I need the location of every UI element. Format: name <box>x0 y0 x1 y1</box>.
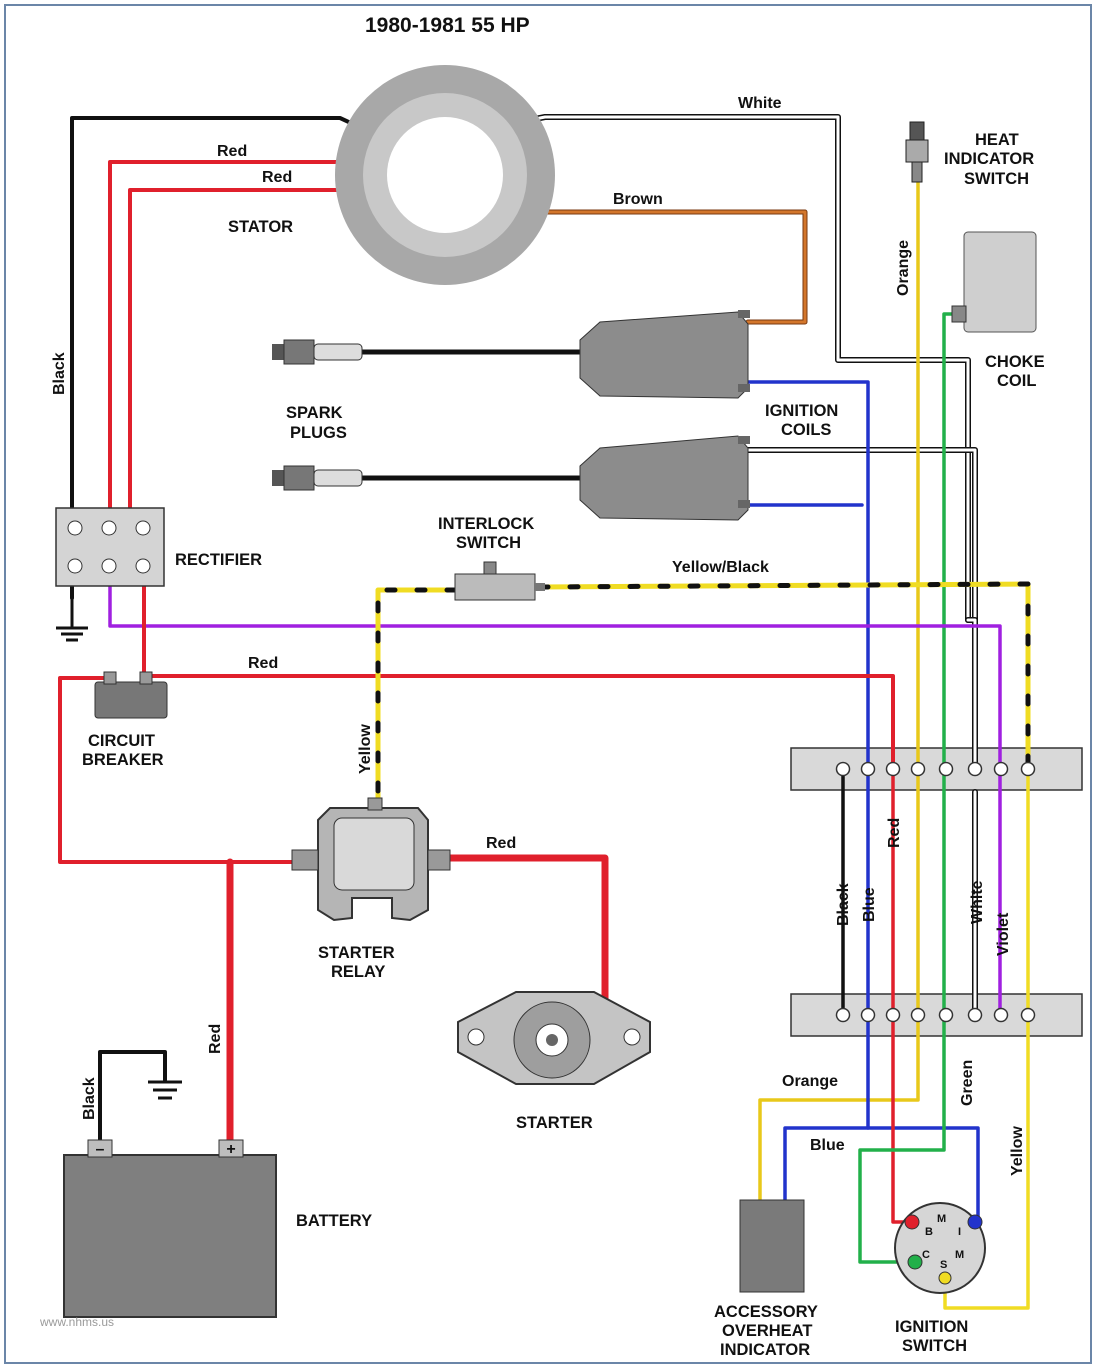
red-bottom-wire <box>891 1010 914 1224</box>
wire-label-black-left: Black <box>51 352 68 395</box>
spark-plug-2 <box>272 465 363 491</box>
circuit-breaker <box>94 671 168 719</box>
white-wire-2-outline <box>745 447 978 623</box>
circuit-breaker-label-1: CIRCUIT <box>88 732 155 750</box>
wire-label-yellow-relay: Yellow <box>357 724 374 774</box>
wire-label-red-battery: Red <box>207 1024 224 1054</box>
ignition-coils-label-2: COILS <box>781 421 831 439</box>
white-wire-3 <box>966 618 977 770</box>
ignition-terminal-m-top: M <box>937 1213 946 1225</box>
interlock-switch-label-1: INTERLOCK <box>438 515 534 533</box>
rectifier-label: RECTIFIER <box>175 551 262 569</box>
upper-terminal-block <box>790 747 1083 791</box>
circuit-breaker-label-2: BREAKER <box>82 751 164 769</box>
red-breaker-to-relay <box>58 676 302 864</box>
starter-relay <box>291 797 451 922</box>
spark-plugs-label-2: PLUGS <box>290 424 347 442</box>
rectifier-ground-symbol <box>56 626 88 642</box>
wire-label-term-white: White <box>969 880 986 924</box>
wire-label-white: White <box>738 95 782 112</box>
orange-bottom-wire <box>758 1010 920 1202</box>
lower-terminal-screws <box>835 1007 1036 1023</box>
stator <box>335 65 555 285</box>
ignition-switch-label-1: IGNITION <box>895 1318 968 1336</box>
red-relay-to-starter <box>426 854 609 1004</box>
diagram-title: 1980-1981 55 HP <box>365 14 530 37</box>
wire-label-yellow-bottom: Yellow <box>1009 1126 1026 1176</box>
red-stator-wire-2 <box>128 188 360 527</box>
ignition-terminal-b: B <box>925 1226 933 1238</box>
wire-label-term-black: Black <box>835 883 852 926</box>
red-stator-wire-1 <box>108 160 360 527</box>
wire-label-blue-bottom: Blue <box>810 1137 845 1154</box>
wire-label-term-violet: Violet <box>995 912 1012 956</box>
interlock-switch-label-2: SWITCH <box>456 534 521 552</box>
wire-label-term-red: Red <box>886 818 903 848</box>
accessory-label-2: OVERHEAT <box>722 1322 812 1340</box>
wire-label-green-bottom: Green <box>959 1060 976 1106</box>
accessory-label-3: INDICATOR <box>720 1341 810 1359</box>
wire-label-brown: Brown <box>613 191 663 208</box>
lower-terminal-block <box>790 993 1083 1037</box>
battery-label: BATTERY <box>296 1212 372 1230</box>
white-wire <box>518 115 970 622</box>
ignition-terminal-c: C <box>922 1249 930 1261</box>
wire-label-red-1: Red <box>217 143 247 160</box>
green-choke-wire <box>942 312 960 770</box>
heat-indicator-label-2: INDICATOR <box>944 150 1034 168</box>
ignition-coil-1 <box>579 310 750 399</box>
wire-label-term-blue: Blue <box>861 887 878 922</box>
diagram-frame <box>4 4 1092 1364</box>
rectifier <box>55 507 165 587</box>
yellow-black-wire-stripes <box>537 581 1031 771</box>
wire-label-black-battery: Black <box>81 1077 98 1120</box>
watermark: www.nhms.us <box>39 1315 114 1329</box>
wire-label-red-breaker: Red <box>248 655 278 672</box>
yellow-interlock-wire <box>375 587 458 809</box>
heat-indicator-label-3: SWITCH <box>964 170 1029 188</box>
battery-positive-terminal: + <box>226 1141 235 1158</box>
wire-label-red-starter: Red <box>486 835 516 852</box>
ignition-terminal-i: I <box>958 1226 961 1238</box>
wire-label-orange-top: Orange <box>895 240 912 296</box>
battery <box>63 1139 277 1318</box>
ignition-terminal-s: S <box>940 1259 947 1271</box>
blue-bottom-wire <box>866 1010 980 1224</box>
heat-indicator-label-1: HEAT <box>975 131 1019 149</box>
starter-relay-label-2: RELAY <box>331 963 385 981</box>
stator-label: STATOR <box>228 218 293 236</box>
spark-plugs-label-1: SPARK <box>286 404 343 422</box>
starter-relay-label-1: STARTER <box>318 944 395 962</box>
starter <box>457 991 651 1085</box>
interlock-switch <box>454 561 545 601</box>
accessory-label-1: ACCESSORY <box>714 1303 818 1321</box>
battery-ground-symbol <box>148 1080 182 1100</box>
ignition-switch <box>894 1202 986 1294</box>
choke-coil-label-1: CHOKE <box>985 353 1045 371</box>
ignition-coil-2 <box>579 435 750 521</box>
wire-label-yellow-black: Yellow/Black <box>672 559 769 576</box>
violet-wire <box>108 566 1002 770</box>
yellow-interlock-wire-stripes <box>375 587 458 809</box>
choke-coil-label-2: COIL <box>997 372 1036 390</box>
ignition-switch-label-2: SWITCH <box>902 1337 967 1355</box>
battery-negative-terminal: – <box>96 1141 105 1158</box>
spark-plug-1 <box>272 339 363 365</box>
wire-label-red-2: Red <box>262 169 292 186</box>
starter-label: STARTER <box>516 1114 593 1132</box>
upper-terminal-screws <box>835 761 1036 777</box>
green-bottom-wire <box>858 1010 946 1264</box>
heat-indicator-switch <box>905 121 929 183</box>
accessory-overheat-indicator <box>739 1199 805 1293</box>
blue-accessory-wire <box>783 1126 870 1202</box>
blue-coil-wire-1 <box>746 380 870 770</box>
ignition-terminal-m: M <box>955 1249 964 1261</box>
black-battery-wire <box>98 1050 167 1144</box>
white-wire-2 <box>746 448 977 622</box>
choke-coil <box>951 231 1037 333</box>
red-breaker-bus <box>142 674 895 770</box>
ignition-coils-label-1: IGNITION <box>765 402 838 420</box>
wire-label-orange-bottom: Orange <box>782 1073 838 1090</box>
